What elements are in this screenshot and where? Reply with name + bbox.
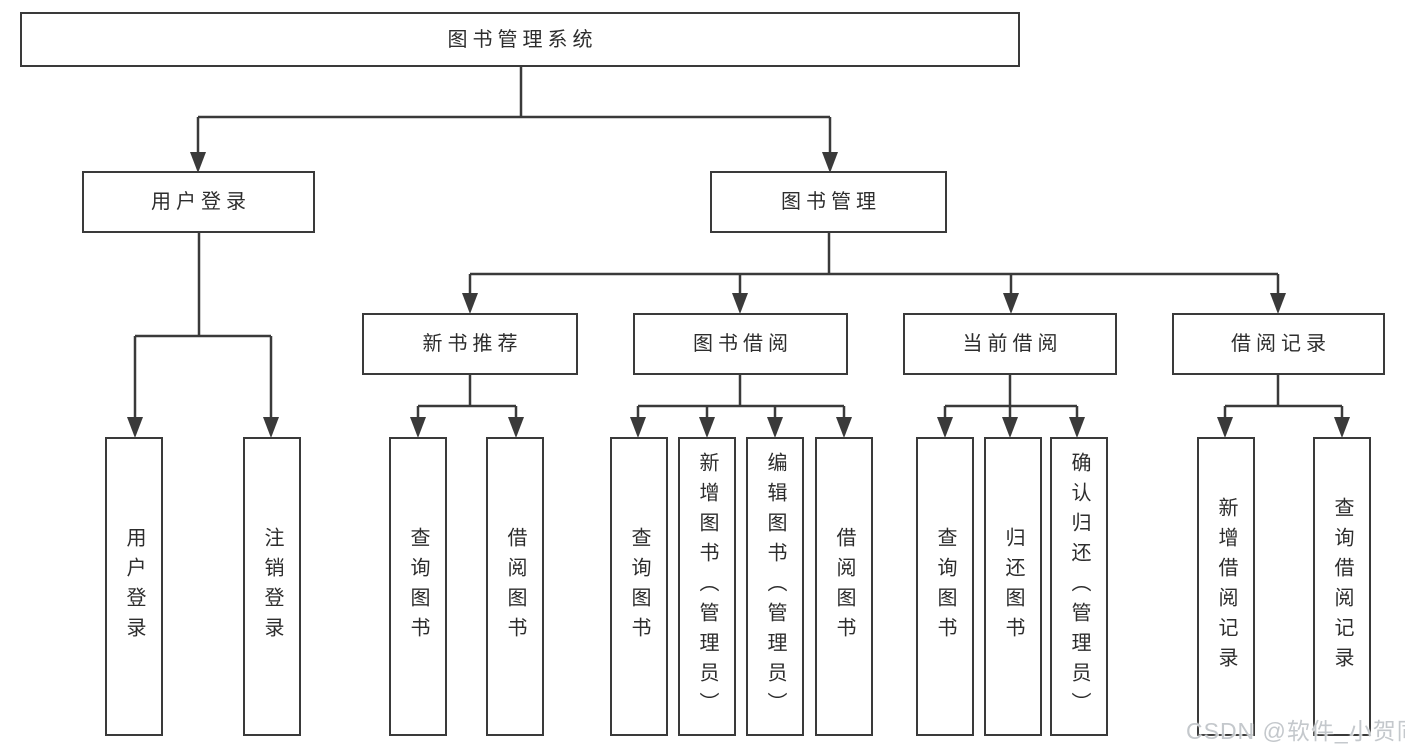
- leaf-query-book-2: 查询图书: [610, 437, 668, 736]
- node-label: 借阅记录: [1231, 333, 1331, 355]
- leaf-label: 新增借阅记录: [1215, 496, 1237, 677]
- leaf-add-borrow-record: 新增借阅记录: [1197, 437, 1255, 736]
- leaf-label: 借阅图书: [833, 526, 855, 647]
- node-current-borrowing: 当前借阅: [903, 313, 1117, 375]
- leaf-label: 查询图书: [407, 526, 429, 647]
- leaf-label: 编辑图书（管理员）: [764, 451, 786, 722]
- leaf-label: 用户登录: [123, 526, 145, 647]
- node-label: 图书借阅: [693, 333, 793, 355]
- leaf-label: 确认归还（管理员）: [1068, 451, 1090, 722]
- node-library-management-system: 图书管理系统: [20, 12, 1020, 67]
- node-label: 图书管理系统: [447, 28, 598, 51]
- leaf-query-book-1: 查询图书: [389, 437, 447, 736]
- node-label: 用户登录: [151, 191, 251, 213]
- csdn-watermark: CSDN @软件_小贺同学: [1186, 718, 1405, 744]
- leaf-label: 查询借阅记录: [1331, 496, 1353, 677]
- leaf-label: 归还图书: [1002, 526, 1024, 647]
- leaf-return-book: 归还图书: [984, 437, 1042, 736]
- leaf-label: 借阅图书: [504, 526, 526, 647]
- leaf-label: 注销登录: [261, 526, 283, 647]
- leaf-add-book-admin: 新增图书（管理员）: [678, 437, 736, 736]
- leaf-user-login: 用户登录: [105, 437, 163, 736]
- node-book-borrowing: 图书借阅: [633, 313, 848, 375]
- leaf-label: 新增图书（管理员）: [696, 451, 718, 722]
- leaf-borrow-book-1: 借阅图书: [486, 437, 544, 736]
- node-label: 新书推荐: [422, 333, 523, 355]
- leaf-borrow-book-2: 借阅图书: [815, 437, 873, 736]
- leaf-label: 查询图书: [934, 526, 956, 647]
- node-label: 当前借阅: [962, 333, 1063, 355]
- leaf-label: 查询图书: [628, 526, 650, 647]
- node-new-book-recommendation: 新书推荐: [362, 313, 578, 375]
- node-book-management: 图书管理: [710, 171, 947, 233]
- leaf-query-book-3: 查询图书: [916, 437, 974, 736]
- node-borrowing-records: 借阅记录: [1172, 313, 1385, 375]
- leaf-edit-book-admin: 编辑图书（管理员）: [746, 437, 804, 736]
- node-user-login: 用户登录: [82, 171, 315, 233]
- leaf-logout: 注销登录: [243, 437, 301, 736]
- leaf-query-borrow-record: 查询借阅记录: [1313, 437, 1371, 736]
- leaf-confirm-return-admin: 确认归还（管理员）: [1050, 437, 1108, 736]
- node-label: 图书管理: [781, 191, 881, 213]
